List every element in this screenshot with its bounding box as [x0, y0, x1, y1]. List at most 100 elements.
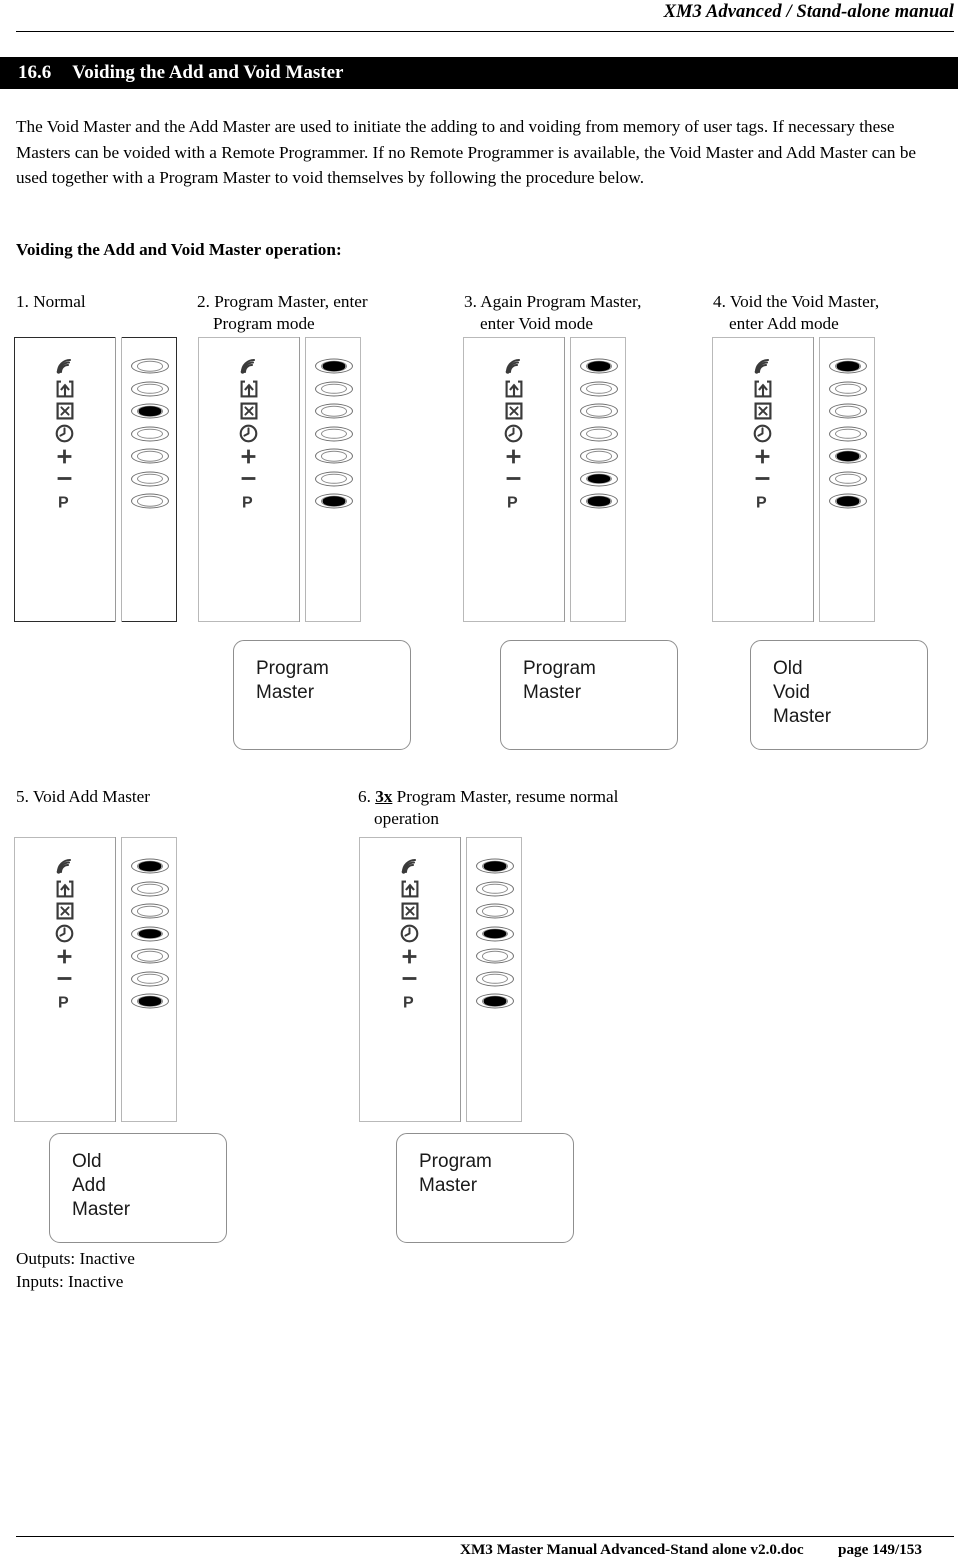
led-indicator-door-exit — [314, 380, 354, 397]
panel-divider-2 — [299, 337, 306, 622]
led-indicator-antenna — [475, 858, 515, 875]
led-indicator-antenna — [579, 358, 619, 375]
led-indicator-antenna — [130, 858, 170, 875]
icon-column-5: P — [14, 855, 115, 1013]
panel-led-area-3 — [571, 337, 626, 622]
step-text2-4: enter Add mode — [729, 314, 839, 333]
plus-icon — [359, 945, 460, 968]
status-outputs: Outputs: Inactive — [16, 1249, 135, 1268]
boxed-x-icon — [198, 400, 299, 423]
led-row — [467, 945, 522, 968]
panel-icon-area-3 — [463, 337, 564, 622]
led-indicator-antenna — [130, 358, 170, 375]
antenna-icon — [463, 355, 564, 378]
led-indicator-p-letter — [314, 493, 354, 510]
section-heading-bar: 16.6 Voiding the Add and Void Master — [0, 57, 958, 89]
led-row — [122, 490, 177, 513]
led-indicator-door-exit — [579, 380, 619, 397]
master-card-line: Program — [523, 658, 596, 679]
clock-icon — [463, 423, 564, 446]
device-panel-1: P — [14, 337, 177, 622]
svg-text:P: P — [403, 994, 414, 1011]
led-indicator-clock — [130, 925, 170, 942]
plus-icon — [712, 445, 813, 468]
led-row — [306, 423, 361, 446]
led-indicator-p-letter — [130, 493, 170, 510]
led-indicator-minus — [314, 470, 354, 487]
step-caption-6: 6. 3x Program Master, resume normal oper… — [358, 786, 698, 830]
svg-text:P: P — [242, 494, 253, 511]
panel-divider-1 — [115, 337, 122, 622]
led-indicator-p-letter — [828, 493, 868, 510]
led-indicator-p-letter — [579, 493, 619, 510]
plus-icon — [14, 445, 115, 468]
led-row — [122, 900, 177, 923]
device-panel-3: P — [463, 337, 626, 622]
boxed-x-icon — [14, 400, 115, 423]
panel-icon-area-5 — [14, 837, 115, 1122]
led-row — [306, 355, 361, 378]
led-indicator-clock — [475, 925, 515, 942]
led-indicator-antenna — [314, 358, 354, 375]
step-number-2: 2. — [197, 292, 210, 311]
master-card-line: Void — [773, 682, 810, 703]
led-indicator-boxed-x — [828, 403, 868, 420]
led-row — [571, 490, 626, 513]
led-column-3 — [571, 355, 626, 513]
led-row — [122, 855, 177, 878]
led-indicator-plus — [130, 948, 170, 965]
master-card-line: Master — [773, 706, 832, 727]
led-row — [571, 400, 626, 423]
step-caption-1: 1. Normal — [16, 291, 191, 313]
plus-icon — [198, 445, 299, 468]
antenna-icon — [198, 355, 299, 378]
led-row — [306, 400, 361, 423]
step-caption-4: 4. Void the Void Master, enter Add mode — [713, 291, 953, 335]
led-row — [820, 490, 875, 513]
led-row — [820, 400, 875, 423]
led-indicator-boxed-x — [579, 403, 619, 420]
led-row — [467, 968, 522, 991]
step-number-5: 5. — [16, 787, 29, 806]
panel-led-area-4 — [820, 337, 875, 622]
led-row — [122, 445, 177, 468]
led-row — [571, 445, 626, 468]
operation-subheading: Voiding the Add and Void Master operatio… — [16, 240, 342, 259]
step-text-5: Void Add Master — [32, 787, 151, 806]
led-row — [122, 945, 177, 968]
icon-column-4: P — [712, 355, 813, 513]
led-row — [467, 923, 522, 946]
icon-column-6: P — [359, 855, 460, 1013]
led-indicator-clock — [828, 425, 868, 442]
clock-icon — [14, 423, 115, 446]
master-card-line: Master — [523, 682, 582, 703]
step-number-3: 3. — [464, 292, 477, 311]
panel-divider-4 — [813, 337, 820, 622]
step-caption-2: 2. Program Master, enter Program mode — [197, 291, 457, 335]
master-card-line: Program — [419, 1151, 492, 1172]
p-letter-icon: P — [14, 990, 115, 1013]
led-indicator-door-exit — [828, 380, 868, 397]
step-text-4: Void the Void Master, — [729, 292, 880, 311]
boxed-x-icon — [14, 900, 115, 923]
led-row — [306, 490, 361, 513]
led-indicator-p-letter — [130, 993, 170, 1010]
led-row — [820, 445, 875, 468]
led-row — [467, 878, 522, 901]
door-exit-icon — [14, 378, 115, 401]
minus-icon — [14, 968, 115, 991]
led-column-2 — [306, 355, 361, 513]
led-indicator-minus — [475, 970, 515, 987]
led-indicator-minus — [130, 470, 170, 487]
master-card-line: Master — [72, 1199, 131, 1220]
panel-icon-area-2 — [198, 337, 299, 622]
icon-column-3: P — [463, 355, 564, 513]
panel-led-area-5 — [122, 837, 177, 1122]
master-card-line: Program — [256, 658, 329, 679]
master-card-line: Master — [419, 1175, 478, 1196]
clock-icon — [198, 423, 299, 446]
